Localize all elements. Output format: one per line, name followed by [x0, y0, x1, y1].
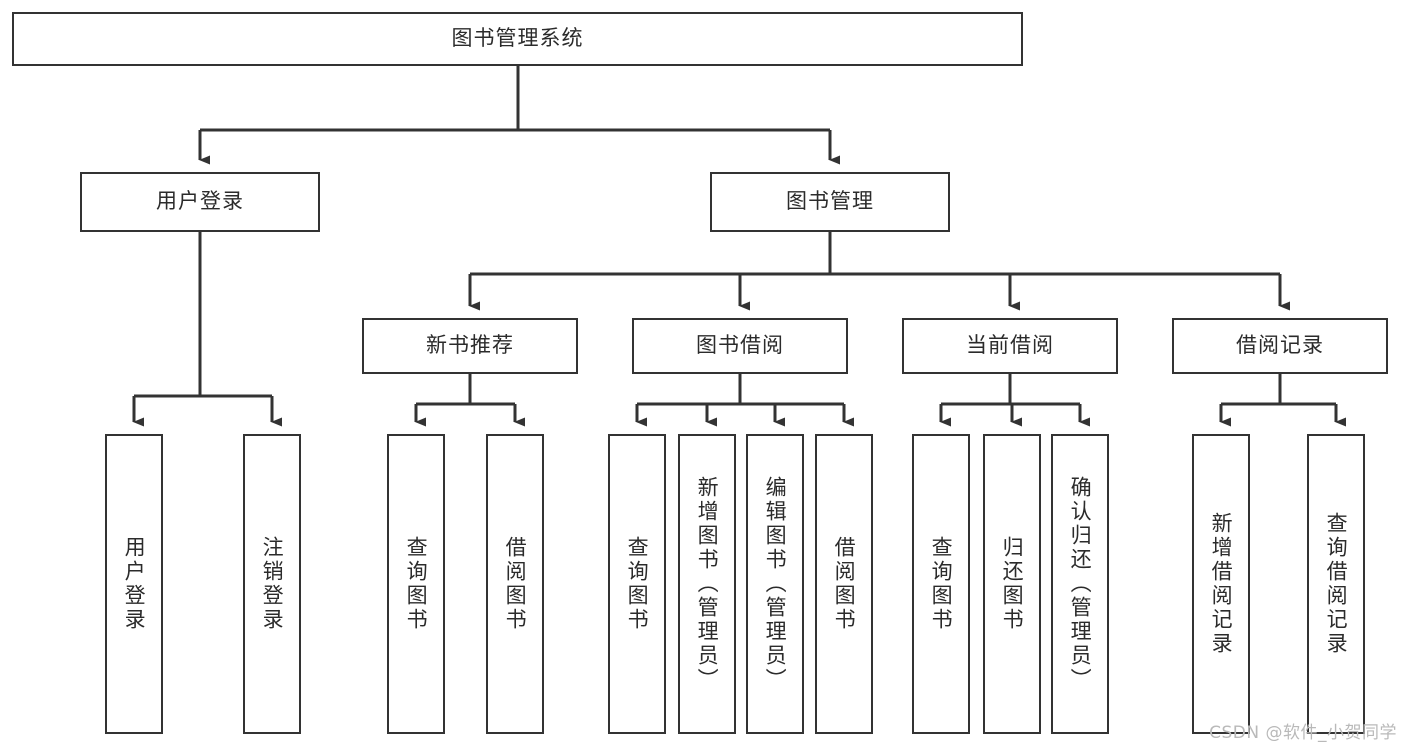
node-leaf-query-book-cur[interactable]: 查询图书	[912, 434, 970, 734]
node-leaf-edit-book-admin-label: 编辑图书（管理员）	[763, 476, 788, 692]
node-root[interactable]: 图书管理系统	[12, 12, 1023, 66]
node-leaf-return-book[interactable]: 归还图书	[983, 434, 1041, 734]
node-user-login-label: 用户登录	[156, 189, 244, 214]
node-current-borrow-label: 当前借阅	[966, 333, 1054, 358]
node-leaf-return-book-label: 归还图书	[1000, 536, 1025, 632]
node-leaf-logout[interactable]: 注销登录	[243, 434, 301, 734]
node-current-borrow[interactable]: 当前借阅	[902, 318, 1118, 374]
node-borrow-record-label: 借阅记录	[1236, 333, 1324, 358]
node-leaf-confirm-return-admin[interactable]: 确认归还（管理员）	[1051, 434, 1109, 734]
node-book-borrow-label: 图书借阅	[696, 333, 784, 358]
node-leaf-add-book-admin[interactable]: 新增图书（管理员）	[678, 434, 736, 734]
watermark-text: CSDN @软件_小贺同学	[1209, 723, 1397, 743]
node-book-manage-label: 图书管理	[786, 189, 874, 214]
node-root-label: 图书管理系统	[451, 26, 584, 51]
node-leaf-borrow-book[interactable]: 借阅图书	[815, 434, 873, 734]
node-leaf-query-borrow-record-label: 查询借阅记录	[1324, 512, 1349, 656]
node-leaf-query-book-rec-label: 查询图书	[404, 536, 429, 632]
node-leaf-add-borrow-record-label: 新增借阅记录	[1209, 512, 1234, 656]
node-leaf-borrow-book-label: 借阅图书	[832, 536, 857, 632]
node-leaf-logout-label: 注销登录	[260, 536, 285, 632]
node-leaf-add-book-admin-label: 新增图书（管理员）	[695, 476, 720, 692]
node-leaf-edit-book-admin[interactable]: 编辑图书（管理员）	[746, 434, 804, 734]
node-leaf-query-borrow-record[interactable]: 查询借阅记录	[1307, 434, 1365, 734]
node-borrow-record[interactable]: 借阅记录	[1172, 318, 1388, 374]
node-leaf-confirm-return-admin-label: 确认归还（管理员）	[1068, 476, 1093, 692]
node-leaf-query-book-cur-label: 查询图书	[929, 536, 954, 632]
node-new-book-recommend[interactable]: 新书推荐	[362, 318, 578, 374]
node-user-login[interactable]: 用户登录	[80, 172, 320, 232]
node-leaf-borrow-book-rec[interactable]: 借阅图书	[486, 434, 544, 734]
node-leaf-user-login-label: 用户登录	[122, 536, 147, 632]
node-leaf-borrow-book-rec-label: 借阅图书	[503, 536, 528, 632]
node-leaf-user-login[interactable]: 用户登录	[105, 434, 163, 734]
node-leaf-query-book-borrow-label: 查询图书	[625, 536, 650, 632]
node-leaf-add-borrow-record[interactable]: 新增借阅记录	[1192, 434, 1250, 734]
node-leaf-query-book-borrow[interactable]: 查询图书	[608, 434, 666, 734]
node-book-borrow[interactable]: 图书借阅	[632, 318, 848, 374]
node-new-book-recommend-label: 新书推荐	[426, 333, 514, 358]
node-book-manage[interactable]: 图书管理	[710, 172, 950, 232]
node-leaf-query-book-rec[interactable]: 查询图书	[387, 434, 445, 734]
